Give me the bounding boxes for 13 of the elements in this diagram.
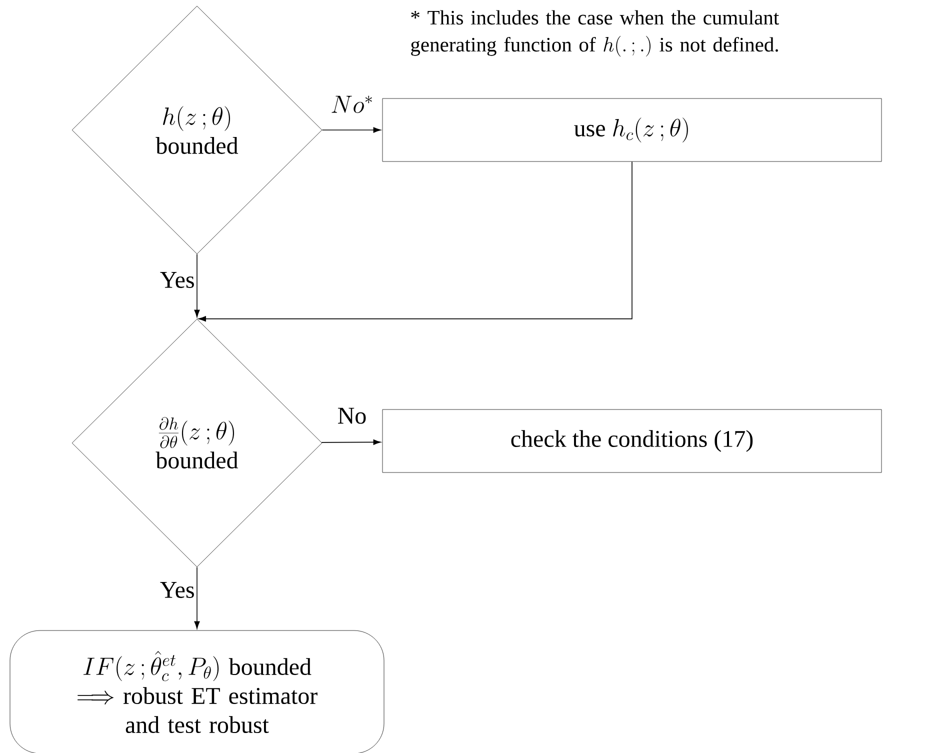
terminal-box: $IF(z\,;\hat{\theta}_c^{et},P_\theta)$ bounded $\Longrightarrow$ robust ET estimator and test robust bbox=[10, 630, 384, 753]
edge-label: No bbox=[336, 406, 368, 425]
process-box: check the conditions (17) bbox=[382, 409, 882, 473]
arrow bbox=[322, 127, 381, 133]
arrow bbox=[194, 254, 200, 318]
arrow bbox=[321, 439, 381, 445]
process-box: use $h_c(z\,;\theta)$ bbox=[382, 98, 882, 162]
edge-label: Yes bbox=[158, 581, 196, 599]
arrow bbox=[198, 161, 632, 322]
edge-label: $No^{*}$ bbox=[330, 94, 374, 114]
arrow bbox=[194, 566, 200, 629]
footnote: * This includes the case when the cumulant generating function of $h(.\,;.)$ is not defined. bbox=[411, 10, 779, 57]
edge-label: Yes bbox=[158, 271, 196, 289]
